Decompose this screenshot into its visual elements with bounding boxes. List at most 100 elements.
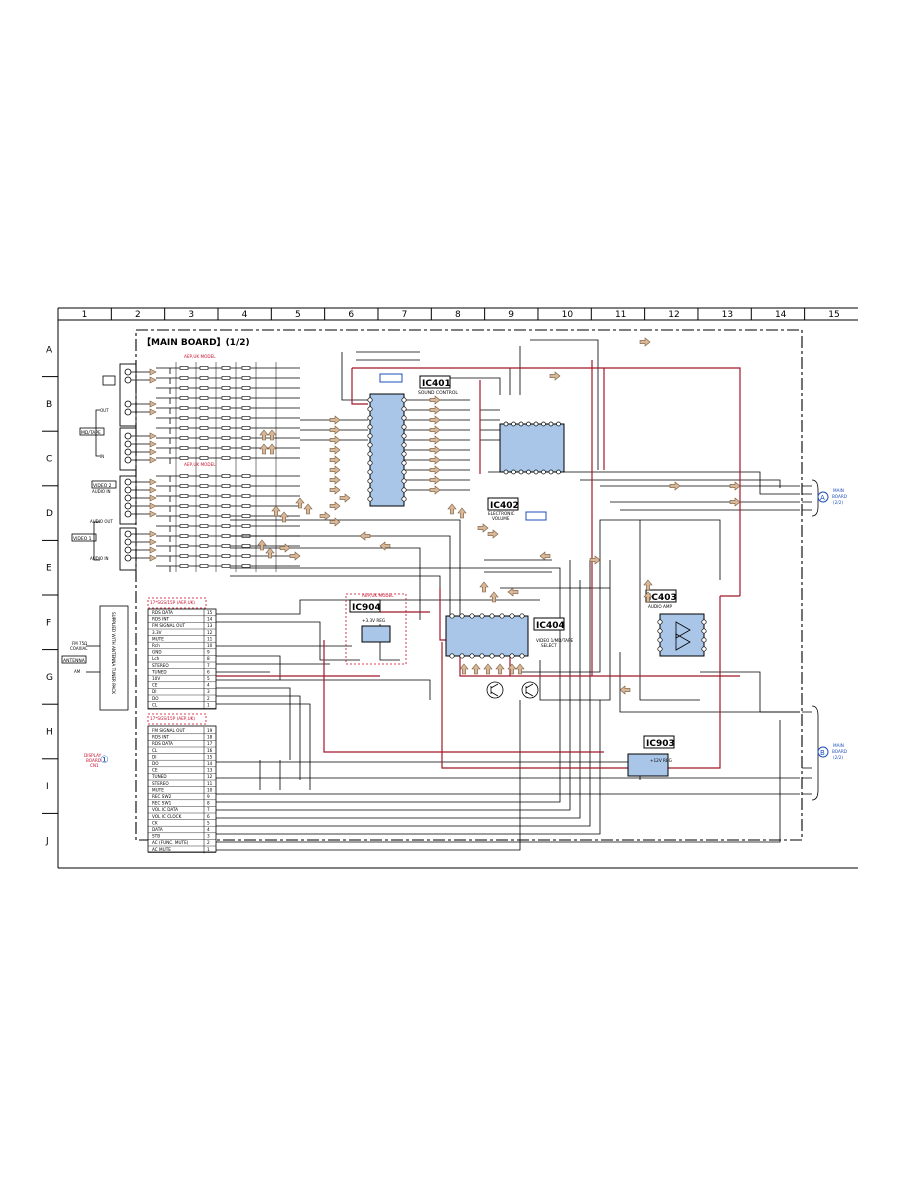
- resistor: [241, 524, 251, 528]
- connector-pin-number: 1: [207, 702, 210, 707]
- resistor: [221, 524, 231, 528]
- link-b-label1: MAIN: [833, 743, 844, 748]
- ic402-desc2: VOLUME: [492, 516, 510, 521]
- connector-pin-name: VOL IC DATA: [152, 807, 178, 812]
- signal-arrow: [149, 400, 157, 408]
- resistor: [179, 426, 189, 430]
- signal-arrow: [329, 415, 341, 425]
- connector-pin-number: 9: [207, 794, 210, 799]
- connector-pin-number: 5: [207, 820, 210, 825]
- md-tape-label: MD/TAPE: [81, 430, 101, 436]
- signal-arrow: [489, 591, 499, 603]
- resistor: [241, 554, 251, 558]
- resistor: [179, 416, 189, 420]
- ic-pin: [469, 613, 475, 619]
- signal-arrow: [379, 541, 391, 551]
- signal-arrow: [729, 497, 741, 507]
- ic404-ref: IC404: [536, 621, 565, 631]
- ic401: IC401 SOUND CONTROL: [367, 373, 458, 507]
- ic903-ref: IC903: [646, 739, 675, 749]
- connector-pin-number: 13: [207, 768, 213, 773]
- connector-pin-number: 6: [207, 669, 210, 674]
- resistor: [179, 544, 189, 548]
- connector-pin-number: 17: [207, 741, 213, 746]
- connector-pin-name: DI: [152, 754, 156, 759]
- signal-arrow: [271, 505, 281, 517]
- display-board-mark: ①: [100, 755, 109, 766]
- ic-pin: [489, 653, 495, 659]
- connector-pin-name: CE: [152, 683, 158, 688]
- resistor: [179, 534, 189, 538]
- connector-pin-name: RDS INT: [152, 735, 169, 740]
- connector-pin-name: REC SW1: [152, 801, 172, 806]
- resistor: [241, 504, 251, 508]
- ic404-desc1: VIDEO 1/MD/TAPE: [536, 638, 574, 643]
- ic-pin: [367, 469, 373, 475]
- column-label: 12: [668, 310, 679, 320]
- signal-arrow: [539, 551, 551, 561]
- signal-arrow: [149, 502, 157, 510]
- jack-terminal: [124, 554, 132, 562]
- resistor: [221, 456, 231, 460]
- connector-pin-number: 9: [207, 650, 210, 655]
- resistor: [199, 386, 209, 390]
- connector-pin-number: 12: [207, 630, 213, 635]
- board-title: 【MAIN BOARD】(1/2): [142, 337, 250, 348]
- ic-pin: [541, 421, 546, 427]
- signal-arrow: [149, 408, 157, 416]
- signal-arrow: [267, 429, 277, 441]
- resistor: [199, 514, 209, 518]
- ic-pin: [401, 460, 407, 466]
- resistor: [199, 416, 209, 420]
- ic-pin: [533, 421, 539, 427]
- ic-pin: [503, 469, 509, 475]
- column-label: 14: [775, 310, 787, 320]
- signal-arrow: [319, 511, 331, 521]
- ic-pin: [367, 406, 373, 412]
- ic402: IC402 ELECTRONIC VOLUME: [487, 421, 565, 521]
- signal-arrow: [329, 435, 341, 445]
- signal-arrow: [495, 663, 505, 675]
- ic-pin: [401, 469, 407, 475]
- ic-pin: [367, 460, 373, 466]
- ic-pin: [548, 421, 554, 427]
- signal-arrow: [295, 497, 305, 509]
- connector-pin-name: RDS DATA: [152, 741, 173, 746]
- wiring: [216, 339, 800, 851]
- resistor: [221, 554, 231, 558]
- resistor: [199, 366, 209, 370]
- connector-pin-name: STB: [152, 834, 160, 839]
- grid-frame: [42, 307, 858, 869]
- signal-arrow: [429, 415, 441, 425]
- connector-pin-name: FM SIGNAL OUT: [152, 623, 186, 628]
- ic-pin: [401, 487, 407, 493]
- ic-pin: [401, 496, 407, 502]
- ic-pin: [367, 496, 373, 502]
- connector-pin-number: 3: [207, 689, 210, 694]
- ic-pin: [548, 469, 554, 475]
- resistor: [241, 366, 251, 370]
- resistor: [221, 446, 231, 450]
- video1-label: VIDEO 1: [73, 536, 92, 542]
- ic904-ref: IC904: [352, 603, 381, 613]
- resistor: [179, 366, 189, 370]
- row-label: J: [45, 837, 49, 847]
- column-label: 11: [615, 310, 626, 320]
- connector-pin-name: FM SIGNAL OUT: [152, 728, 186, 733]
- signal-arrow: [429, 455, 441, 465]
- audio-out-label: AUDIO OUT: [90, 519, 113, 524]
- connector-pin-number: 14: [207, 617, 213, 622]
- ic-pin: [518, 421, 524, 427]
- signal-arrow: [729, 481, 741, 491]
- resistor: [179, 564, 189, 568]
- signal-arrow: [339, 493, 351, 503]
- in-label: IN: [100, 454, 104, 459]
- column-label: 7: [402, 310, 408, 320]
- resistor: [199, 564, 209, 568]
- resistor: [221, 406, 231, 410]
- connector-pin-number: 15: [207, 610, 213, 615]
- connector-pin-number: 2: [207, 696, 210, 701]
- jack-terminal: [124, 530, 132, 538]
- ic-pin: [503, 421, 509, 427]
- resistor: [199, 554, 209, 558]
